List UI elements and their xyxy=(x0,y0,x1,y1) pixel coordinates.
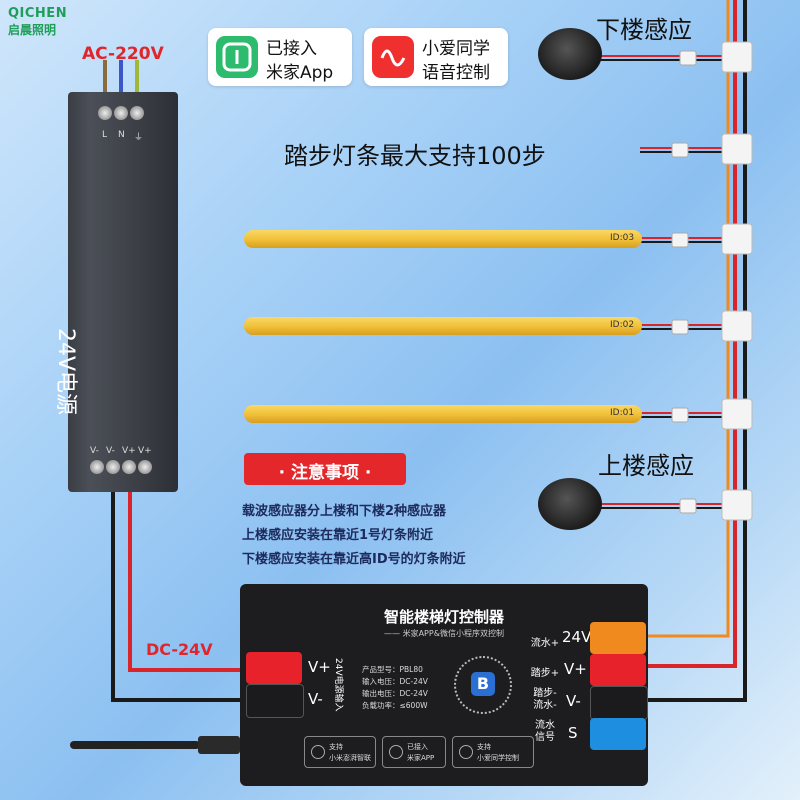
bus-connectors xyxy=(721,41,753,521)
mijia-small-icon xyxy=(389,745,403,759)
terminal-label-vpos2: V+ xyxy=(138,446,152,456)
terminal-label-vneg1: V- xyxy=(90,446,99,456)
terminal-screw-icon xyxy=(138,460,152,474)
mijia-icon xyxy=(216,36,258,78)
input-port-positive xyxy=(246,652,302,684)
downstairs-sensor-icon xyxy=(538,28,602,80)
notice-line-2: 上楼感应安装在靠近1号灯条附近 xyxy=(242,528,434,543)
chip-3-line2: 小爱同学控制 xyxy=(477,754,519,762)
controller-subtitle: —— 米家APP&微信小程序双控制 xyxy=(384,629,504,638)
led-strip-1: ID:01 xyxy=(244,405,642,423)
terminal-screw-icon xyxy=(130,106,144,120)
controller-title: 智能楼梯灯控制器 xyxy=(383,608,504,626)
chip-2-line1: 已接入 xyxy=(407,743,428,751)
output-label-vneg: V- xyxy=(566,692,581,710)
terminal-label-l: L xyxy=(102,130,108,140)
stair-light-controller: 智能楼梯灯控制器 —— 米家APP&微信小程序双控制 V+ V- 24V电源输入… xyxy=(240,584,648,786)
downstairs-sensor-label: 下楼感应 xyxy=(596,16,692,44)
input-label: 24V电源输入 xyxy=(333,658,343,712)
chip-2-line2: 米家APP xyxy=(407,754,435,762)
upstairs-sensor-label: 上楼感应 xyxy=(598,452,694,480)
terminal-label-ground: ⏚ xyxy=(134,133,144,143)
terminal-label-n: N xyxy=(118,130,125,140)
probe-cable xyxy=(70,741,200,749)
terminal-label-vneg2: V- xyxy=(106,446,115,456)
psu-title: 24V电源 xyxy=(53,328,78,416)
strip-id-label: ID:03 xyxy=(610,233,635,243)
terminal-screw-icon xyxy=(122,460,136,474)
chip-hyperconnect: 支持 小米澎湃智联 xyxy=(304,736,376,768)
hyperconnect-icon xyxy=(311,745,325,759)
xiaoai-badge-line2: 语音控制 xyxy=(422,63,490,83)
input-port-negative xyxy=(246,684,304,718)
dc-positive-wire xyxy=(128,480,248,672)
qr-code-icon: B xyxy=(454,656,512,714)
output-port-negative xyxy=(590,686,648,720)
terminal-screw-icon xyxy=(114,106,128,120)
strip-id-label: ID:01 xyxy=(610,408,635,418)
xiaoai-small-icon xyxy=(459,745,473,759)
output-label-vpos: V+ xyxy=(564,660,587,678)
max-steps-label: 踏步灯条最大支持100步 xyxy=(284,142,546,170)
notice-banner: · 注意事项 · xyxy=(244,453,406,485)
spec-output-voltage: 输出电压：DC-24V xyxy=(362,689,428,698)
chip-1-line1: 支持 xyxy=(329,743,343,751)
chip-xiaoai: 支持 小爱同学控制 xyxy=(452,736,534,768)
output-label-24v: 24V xyxy=(562,628,592,646)
probe-plug xyxy=(198,736,240,754)
dc-voltage-label: DC-24V xyxy=(146,640,213,659)
output-label-signal: S xyxy=(568,724,578,742)
mijia-badge-line2: 米家App xyxy=(266,63,334,83)
output-side-label-3: 踏步- 流水- xyxy=(533,688,557,711)
ac-voltage-label: AC-220V xyxy=(82,44,164,64)
brand-logo: QICHEN 启晨照明 xyxy=(8,6,88,38)
output-port-flow-power xyxy=(590,622,646,654)
output-port-signal xyxy=(590,718,646,750)
chip-1-line2: 小米澎湃智联 xyxy=(329,754,371,762)
strip-id-label: ID:02 xyxy=(610,320,635,330)
output-side-label-2: 踏步+ xyxy=(530,668,560,679)
led-strip-3: ID:03 xyxy=(244,230,642,248)
notice-title: · 注意事项 · xyxy=(278,463,372,483)
input-port-label-positive: V+ xyxy=(308,658,331,676)
chip-3-line1: 支持 xyxy=(477,743,491,751)
power-supply: L N ⏚ 24V电源 V- V- V+ V+ xyxy=(53,92,178,492)
terminal-screw-icon xyxy=(106,460,120,474)
brand-name: 启晨照明 xyxy=(8,23,57,37)
upstairs-sensor-icon xyxy=(538,478,602,530)
terminal-screw-icon xyxy=(98,106,112,120)
mijia-badge: 已接入 米家App xyxy=(208,28,352,86)
chip-mijia: 已接入 米家APP xyxy=(382,736,446,768)
brand-b-icon: B xyxy=(471,672,495,696)
mijia-badge-line1: 已接入 xyxy=(266,39,317,59)
led-strip-2: ID:02 xyxy=(244,317,642,335)
terminal-label-vpos1: V+ xyxy=(122,446,136,456)
input-port-label-negative: V- xyxy=(308,690,323,708)
output-side-label-1: 流水+ xyxy=(530,638,560,649)
brand-logo-text: QICHEN xyxy=(8,6,68,21)
xiaoai-icon xyxy=(372,36,414,78)
terminal-screw-icon xyxy=(90,460,104,474)
xiaoai-badge-line1: 小爱同学 xyxy=(422,39,490,59)
output-port-step-positive xyxy=(590,654,646,686)
spec-input-voltage: 输入电压：DC-24V xyxy=(362,677,428,686)
notice-line-1: 载波感应器分上楼和下楼2种感应器 xyxy=(242,504,447,519)
xiaoai-badge: 小爱同学 语音控制 xyxy=(364,28,508,86)
dc-negative-wire xyxy=(111,480,248,702)
spec-load-power: 负载功率：≤600W xyxy=(362,701,428,710)
spec-model: 产品型号：PBL80 xyxy=(362,665,423,674)
output-side-label-4: 流水 信号 xyxy=(535,720,555,743)
inline-connectors xyxy=(671,50,697,514)
notice-line-3: 下楼感应安装在靠近高ID号的灯条附近 xyxy=(242,552,466,567)
